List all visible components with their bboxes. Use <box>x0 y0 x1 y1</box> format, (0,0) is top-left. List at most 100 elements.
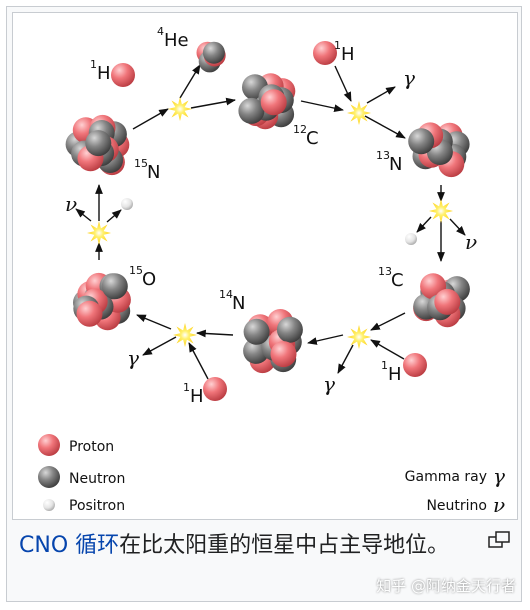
neutron-ball <box>243 318 270 345</box>
gamma-symbol-2: γ <box>323 372 335 396</box>
neutrino-symbol-1: ν <box>465 230 477 254</box>
arrow-neutrino-out-2 <box>75 208 92 222</box>
svg-text:15: 15 <box>134 157 148 170</box>
reaction-flash-icon <box>347 101 371 125</box>
nucleus-c12 <box>238 73 296 130</box>
nucleus-n14 <box>243 309 303 374</box>
arrow-to-he4 <box>179 64 201 99</box>
arrow-gamma-out-3 <box>142 336 177 356</box>
svg-text:12: 12 <box>293 123 307 136</box>
label-n13: 13 N <box>376 149 402 175</box>
arrow-h-in-4 <box>188 342 209 380</box>
svg-text:1: 1 <box>183 381 190 394</box>
label-hydrogen-4: 1 H <box>183 381 204 407</box>
arrow-gamma-out-2 <box>337 344 354 374</box>
proton-ball <box>434 288 461 315</box>
svg-text:H: H <box>341 44 355 65</box>
positron-ball-1 <box>405 233 417 245</box>
hydrogen-4-ball <box>203 377 227 401</box>
nucleus-n15 <box>65 114 130 176</box>
svg-text:H: H <box>97 63 111 84</box>
label-n14: 14 N <box>219 288 245 314</box>
gamma-symbol-3: γ <box>127 346 139 370</box>
label-he4: 4 He <box>157 25 189 51</box>
neutron-ball <box>101 273 128 300</box>
svg-text:13: 13 <box>376 149 390 162</box>
svg-text:13: 13 <box>378 265 392 278</box>
neutron-ball <box>85 130 112 157</box>
watermark: 知乎 @阿纳金天行者 <box>376 577 516 595</box>
svg-text:O: O <box>142 269 156 290</box>
label-c12: 12 C <box>293 123 319 149</box>
legend-neutrino-label: Neutrino <box>426 498 487 514</box>
legend-gamma-symbol: γ <box>493 464 505 488</box>
caption-text: 在比太阳重的恒星中占主导地位。 <box>119 533 450 558</box>
hydrogen-3-ball <box>403 353 427 377</box>
arrow-h-in-3 <box>370 339 405 360</box>
legend-gamma-label: Gamma ray <box>405 469 487 485</box>
svg-text:15: 15 <box>129 264 143 277</box>
nucleus-he4 <box>196 41 226 73</box>
svg-text:1: 1 <box>334 39 341 52</box>
figure-card: 4 He 12 C 13 N 13 C 14 N 15 O <box>6 6 522 602</box>
label-c13: 13 C <box>378 265 404 291</box>
legend-positron-ball <box>43 499 55 511</box>
svg-text:H: H <box>388 364 402 385</box>
gamma-symbol-1: γ <box>403 66 415 90</box>
label-hydrogen-3: 1 H <box>381 359 402 385</box>
arrow-c12-to-flash <box>300 100 344 112</box>
nucleus-n13 <box>408 122 470 178</box>
svg-text:1: 1 <box>90 58 97 71</box>
label-o15: 15 O <box>129 264 156 290</box>
legend-neutrino-symbol: ν <box>493 493 505 517</box>
reaction-flash-icon <box>168 97 192 121</box>
svg-text:14: 14 <box>219 288 233 301</box>
svg-text:C: C <box>306 128 319 149</box>
label-n15: 15 N <box>134 157 160 183</box>
neutron-ball <box>408 128 435 155</box>
arrow-positron-out-1 <box>416 216 432 233</box>
arrow-flash-to-n13 <box>364 115 406 139</box>
neutron-ball <box>276 316 303 343</box>
arrow-flash-to-o15 <box>136 314 172 330</box>
svg-text:H: H <box>190 386 204 407</box>
enlarge-icon[interactable] <box>488 531 510 549</box>
neutrino-symbol-2: ν <box>65 192 77 216</box>
nucleus-o15 <box>73 272 131 331</box>
legend-neutron-label: Neutron <box>69 471 125 487</box>
hydrogen-1-ball <box>111 63 135 87</box>
arrow-h-in-2 <box>334 65 352 102</box>
svg-text:4: 4 <box>157 25 164 38</box>
arrow-positron-out-2 <box>106 209 122 223</box>
svg-text:C: C <box>391 270 404 291</box>
hydrogen-2-ball <box>313 41 337 65</box>
proton-ball <box>260 89 287 116</box>
arrow-n14-to-flash <box>196 329 234 338</box>
legend-proton-ball <box>38 434 60 456</box>
positron-ball-2 <box>121 198 133 210</box>
label-hydrogen-2: 1 H <box>334 39 355 65</box>
svg-text:N: N <box>147 162 160 183</box>
cno-cycle-diagram[interactable]: 4 He 12 C 13 N 13 C 14 N 15 O <box>12 12 518 520</box>
svg-text:N: N <box>232 293 245 314</box>
arrow-c13-to-flash <box>370 312 406 331</box>
svg-text:He: He <box>164 30 189 51</box>
cno-cycle-link[interactable]: CNO 循环 <box>19 533 120 558</box>
legend-positron-label: Positron <box>69 498 125 514</box>
neutron-ball <box>238 97 265 124</box>
proton-ball <box>270 341 297 368</box>
svg-text:N: N <box>389 154 402 175</box>
svg-text:1: 1 <box>381 359 388 372</box>
arrow-neutrino-out-1 <box>449 218 466 236</box>
arrow-flash-to-c12 <box>190 97 236 109</box>
arrow-flash-to-n14 <box>307 334 344 345</box>
arrow-gamma-out-1 <box>366 86 396 104</box>
nucleus-c13 <box>413 273 470 328</box>
reaction-flash-icon <box>347 325 371 349</box>
proton-ball <box>76 300 103 327</box>
figure-caption: CNO 循环在比太阳重的恒星中占主导地位。 <box>19 529 479 562</box>
reaction-flash-icon <box>173 323 197 347</box>
diagram-svg: 4 He 12 C 13 N 13 C 14 N 15 O <box>38 25 505 517</box>
reaction-flash-icon <box>429 199 453 223</box>
arrow-n15-to-flash <box>132 108 169 130</box>
